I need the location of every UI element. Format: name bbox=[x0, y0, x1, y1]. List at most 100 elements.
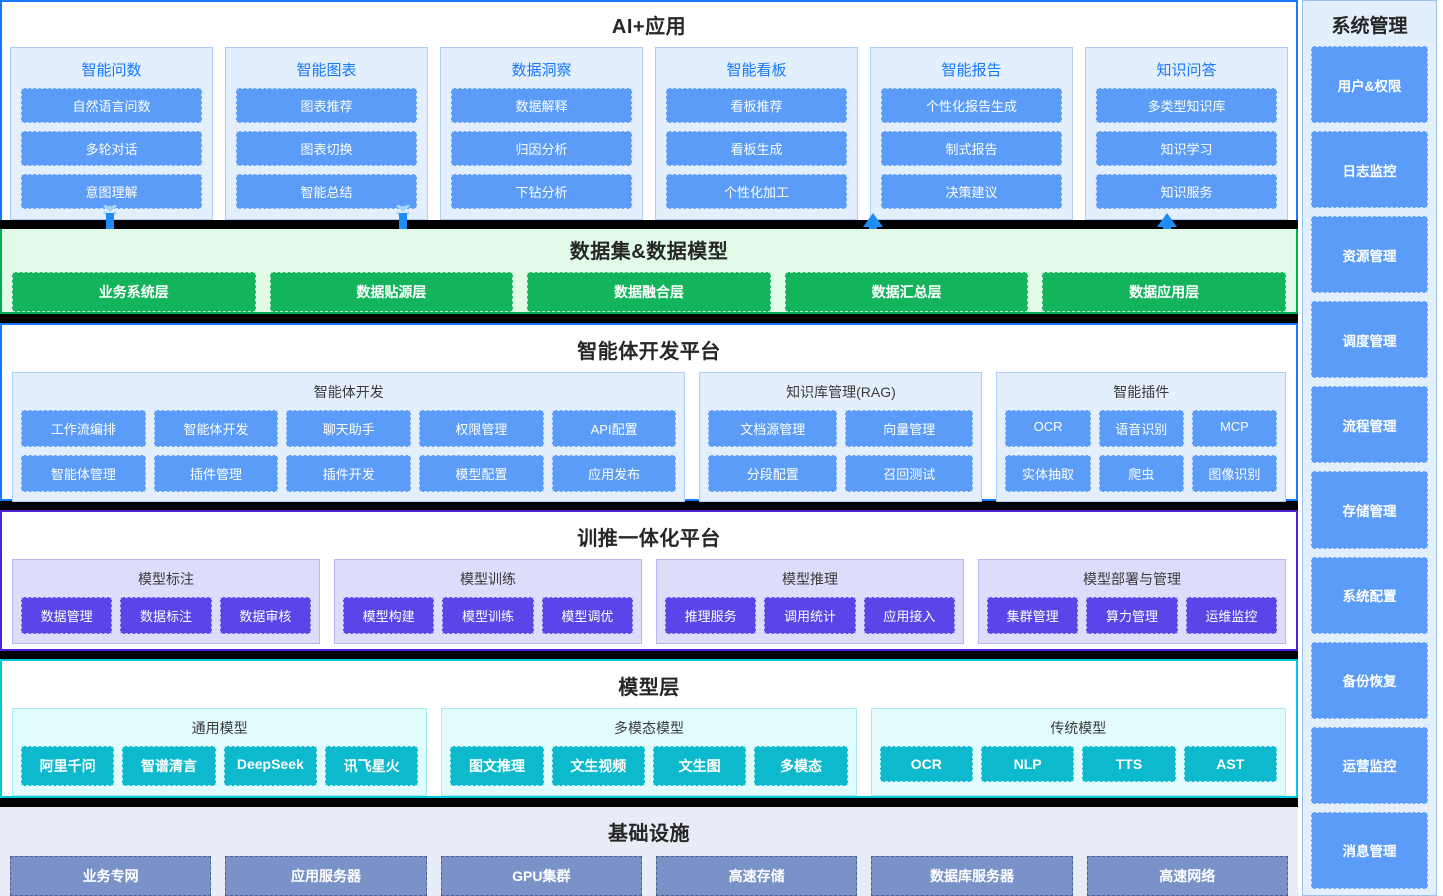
train-chip[interactable]: 运维监控 bbox=[1185, 596, 1277, 634]
app-chip[interactable]: 决策建议 bbox=[881, 174, 1062, 209]
agent-chip[interactable]: 爬虫 bbox=[1098, 455, 1184, 493]
sys-item-backup-recovery[interactable]: 备份恢复 bbox=[1311, 641, 1428, 719]
model-chip[interactable]: NLP bbox=[980, 746, 1075, 783]
train-chip[interactable]: 模型训练 bbox=[442, 596, 534, 634]
agent-chip[interactable]: 应用发布 bbox=[551, 455, 677, 493]
model-chip[interactable]: 图文推理 bbox=[450, 746, 544, 787]
data-chip-application[interactable]: 数据应用层 bbox=[1042, 272, 1286, 312]
data-layer-row: 业务系统层 数据贴源层 数据融合层 数据汇总层 数据应用层 bbox=[2, 272, 1296, 312]
data-chip-fusion[interactable]: 数据融合层 bbox=[527, 272, 771, 312]
sys-item-user-permission[interactable]: 用户&权限 bbox=[1311, 46, 1428, 124]
agent-chip[interactable]: MCP bbox=[1191, 410, 1278, 448]
infra-chip-private-network[interactable]: 业务专网 bbox=[10, 855, 212, 896]
app-card-title: 数据洞察 bbox=[511, 62, 572, 79]
agent-chip[interactable]: 工作流编排 bbox=[21, 410, 146, 448]
data-chip-summary[interactable]: 数据汇总层 bbox=[784, 272, 1029, 312]
agent-chip[interactable]: 智能体管理 bbox=[21, 455, 146, 493]
agent-chip[interactable]: 语音识别 bbox=[1098, 410, 1184, 448]
agent-chip[interactable]: 图像识别 bbox=[1191, 455, 1278, 493]
agent-chip[interactable]: 插件开发 bbox=[286, 455, 412, 493]
sys-item-message-management[interactable]: 消息管理 bbox=[1311, 811, 1428, 889]
app-chip[interactable]: 图表切换 bbox=[236, 131, 417, 166]
layer-separator bbox=[0, 220, 1298, 229]
sys-item-schedule-management[interactable]: 调度管理 bbox=[1311, 301, 1428, 379]
model-chip[interactable]: AST bbox=[1183, 746, 1277, 783]
model-chip[interactable]: DeepSeek bbox=[223, 746, 317, 787]
infra-chip-database-server[interactable]: 数据库服务器 bbox=[871, 855, 1073, 896]
train-chip[interactable]: 调用统计 bbox=[764, 596, 856, 634]
data-chip-source[interactable]: 数据贴源层 bbox=[269, 272, 514, 312]
model-chip[interactable]: OCR bbox=[879, 746, 973, 783]
app-card-intelligent-report[interactable]: 智能报告 个性化报告生成 制式报告 决策建议 bbox=[870, 47, 1073, 220]
agent-chip[interactable]: 聊天助手 bbox=[286, 410, 412, 448]
app-chip[interactable]: 制式报告 bbox=[881, 131, 1062, 166]
section-infrastructure: 基础设施 业务专网 应用服务器 GPU集群 高速存储 数据库服务器 高速网络 bbox=[0, 806, 1298, 896]
train-group-title: 模型训练 bbox=[460, 570, 516, 587]
train-chip[interactable]: 数据审核 bbox=[219, 596, 311, 634]
infra-chip-gpu-cluster[interactable]: GPU集群 bbox=[440, 855, 642, 896]
agent-chip[interactable]: OCR bbox=[1005, 410, 1091, 448]
agent-chip[interactable]: 插件管理 bbox=[153, 455, 279, 493]
main-stack: AI+应用 智能问数 自然语言问数 多轮对话 意图理解 智能图表 图表推荐 图表… bbox=[0, 0, 1298, 896]
train-chip[interactable]: 算力管理 bbox=[1086, 596, 1178, 634]
model-chip[interactable]: 智谱清言 bbox=[122, 746, 216, 787]
agent-chip[interactable]: 向量管理 bbox=[844, 410, 974, 448]
app-chip[interactable]: 知识学习 bbox=[1096, 131, 1277, 166]
agent-chip[interactable]: 智能体开发 bbox=[153, 410, 279, 448]
app-chip[interactable]: 自然语言问数 bbox=[21, 88, 202, 123]
sys-item-process-management[interactable]: 流程管理 bbox=[1311, 386, 1428, 464]
app-chip[interactable]: 图表推荐 bbox=[236, 88, 417, 123]
app-card-intelligent-dashboard[interactable]: 智能看板 看板推荐 看板生成 个性化加工 bbox=[655, 47, 858, 220]
app-chip[interactable]: 数据解释 bbox=[451, 88, 632, 123]
agent-chip[interactable]: 分段配置 bbox=[708, 455, 837, 493]
agent-chip[interactable]: 实体抽取 bbox=[1005, 455, 1091, 493]
app-card-data-insight[interactable]: 数据洞察 数据解释 归因分析 下钻分析 bbox=[440, 47, 643, 220]
infra-chip-fast-network[interactable]: 高速网络 bbox=[1086, 855, 1288, 896]
sys-item-storage-management[interactable]: 存储管理 bbox=[1311, 471, 1428, 549]
app-chip[interactable]: 下钻分析 bbox=[451, 174, 632, 209]
app-chip[interactable]: 多类型知识库 bbox=[1096, 88, 1277, 123]
model-chip[interactable]: 讯飞星火 bbox=[324, 746, 419, 787]
app-chip[interactable]: 知识服务 bbox=[1096, 174, 1277, 209]
sys-item-log-monitoring[interactable]: 日志监控 bbox=[1311, 131, 1428, 209]
train-chip[interactable]: 模型调优 bbox=[541, 596, 633, 634]
app-card-knowledge-qa[interactable]: 知识问答 多类型知识库 知识学习 知识服务 bbox=[1085, 47, 1288, 220]
model-chip[interactable]: 文生图 bbox=[652, 746, 747, 787]
model-chip[interactable]: 文生视频 bbox=[551, 746, 645, 787]
app-card-intelligent-chart[interactable]: 智能图表 图表推荐 图表切换 智能总结 bbox=[225, 47, 428, 220]
app-chip[interactable]: 多轮对话 bbox=[21, 131, 202, 166]
app-chip[interactable]: 归因分析 bbox=[451, 131, 632, 166]
sys-item-resource-management[interactable]: 资源管理 bbox=[1311, 216, 1428, 294]
sys-item-operation-monitoring[interactable]: 运营监控 bbox=[1311, 726, 1428, 804]
train-chip[interactable]: 数据标注 bbox=[120, 596, 212, 634]
agent-chip[interactable]: 文档源管理 bbox=[708, 410, 837, 448]
app-chip[interactable]: 看板生成 bbox=[666, 131, 847, 166]
agent-chip[interactable]: 权限管理 bbox=[419, 410, 544, 448]
model-chip[interactable]: TTS bbox=[1082, 746, 1176, 783]
train-chip[interactable]: 模型构建 bbox=[343, 596, 435, 634]
layer-separator bbox=[0, 501, 1298, 510]
agent-group-row: 智能体开发 工作流编排 智能体开发 聊天助手 权限管理 API配置 智能体管理 … bbox=[2, 372, 1296, 503]
infra-chip-fast-storage[interactable]: 高速存储 bbox=[655, 855, 858, 896]
train-chip[interactable]: 集群管理 bbox=[987, 596, 1079, 634]
app-chip[interactable]: 看板推荐 bbox=[666, 88, 847, 123]
section-title-agent-platform: 智能体开发平台 bbox=[577, 341, 721, 364]
model-chip[interactable]: 阿里千问 bbox=[21, 746, 115, 787]
train-chip[interactable]: 应用接入 bbox=[863, 596, 955, 634]
app-chip[interactable]: 意图理解 bbox=[21, 174, 202, 209]
infra-chip-app-server[interactable]: 应用服务器 bbox=[225, 855, 427, 896]
app-chip[interactable]: 智能总结 bbox=[236, 174, 417, 209]
train-chip[interactable]: 数据管理 bbox=[21, 596, 113, 634]
app-chip[interactable]: 个性化加工 bbox=[666, 174, 847, 209]
model-chip[interactable]: 多模态 bbox=[754, 746, 848, 787]
agent-chip[interactable]: 模型配置 bbox=[419, 455, 544, 493]
section-title-model-layer: 模型层 bbox=[618, 677, 680, 700]
sys-item-system-config[interactable]: 系统配置 bbox=[1311, 556, 1428, 634]
app-card-title: 知识问答 bbox=[1156, 62, 1217, 79]
train-chip[interactable]: 推理服务 bbox=[665, 596, 757, 634]
app-card-intelligent-query[interactable]: 智能问数 自然语言问数 多轮对话 意图理解 bbox=[10, 47, 213, 220]
data-chip-business-system[interactable]: 业务系统层 bbox=[12, 272, 256, 312]
app-chip[interactable]: 个性化报告生成 bbox=[881, 88, 1062, 123]
agent-chip[interactable]: 召回测试 bbox=[844, 455, 974, 493]
agent-chip[interactable]: API配置 bbox=[551, 410, 677, 448]
